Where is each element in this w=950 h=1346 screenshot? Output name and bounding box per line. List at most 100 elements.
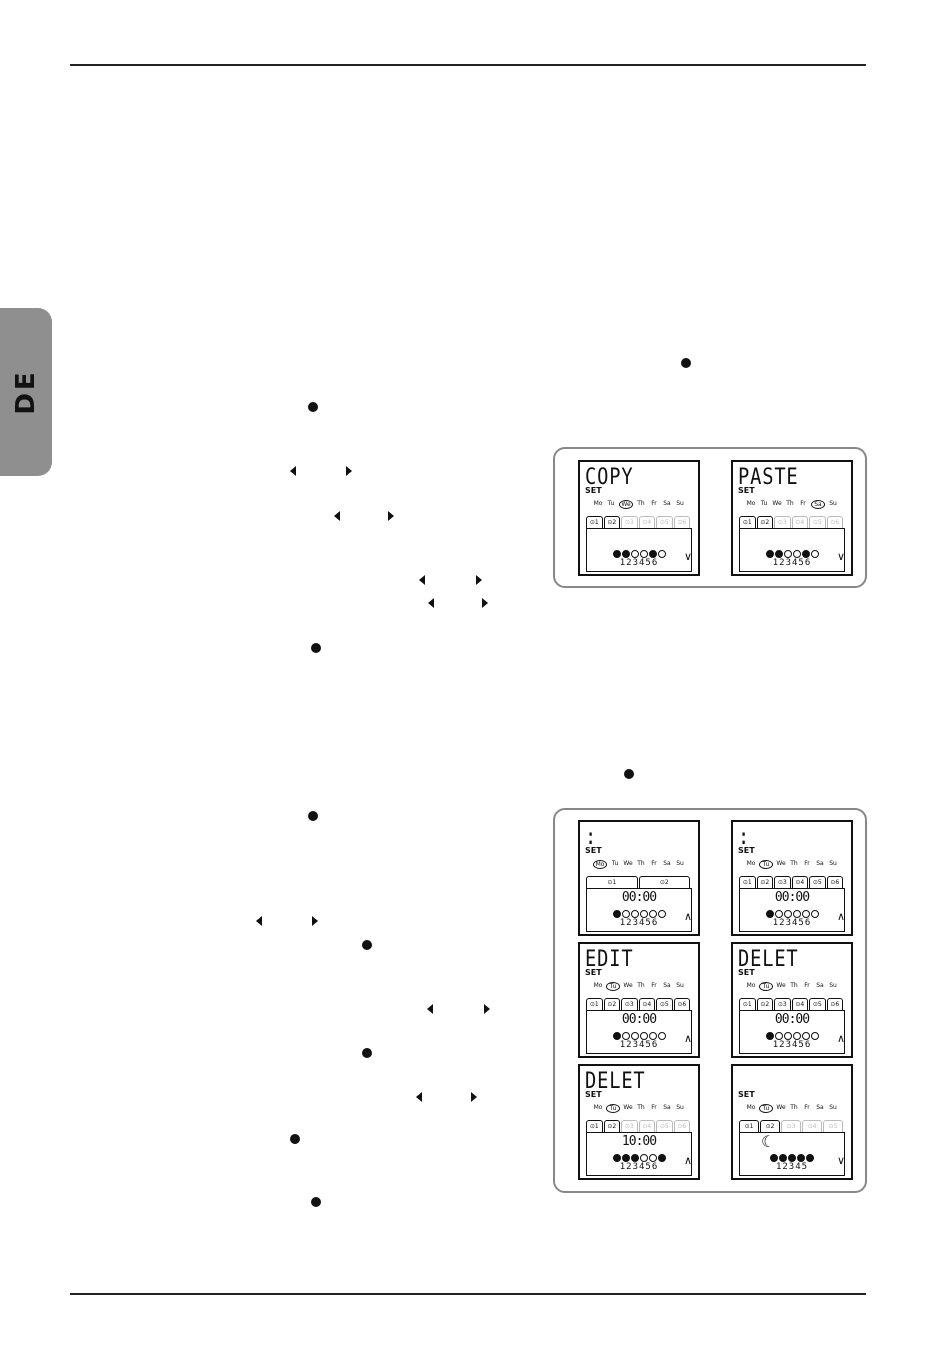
left-arrow-icon — [427, 1004, 433, 1014]
set-button-icon — [362, 1048, 372, 1058]
program-tab: ⊙3 — [621, 1120, 638, 1132]
period-dot — [774, 550, 783, 558]
weekday-label: Tu — [759, 982, 773, 991]
weekday-label: Mo — [593, 860, 607, 869]
weekday-label: Fr — [804, 860, 810, 867]
set-label: SET — [738, 846, 755, 855]
period-dot — [612, 910, 621, 918]
weekday-label: Th — [637, 982, 645, 989]
program-tabs: ⊙1⊙2⊙3⊙4⊙5⊙6 — [739, 998, 843, 1010]
weekday-label: We — [623, 982, 633, 989]
left-arrow-icon — [290, 466, 296, 476]
chevron-icon: ∧ — [683, 1154, 692, 1167]
set-button-icon — [362, 940, 372, 950]
period-dot — [770, 1154, 778, 1162]
period-dot — [648, 910, 657, 918]
program-tabs: ⊙1⊙2 — [586, 876, 690, 888]
period-dot — [797, 1154, 805, 1162]
weekday-label: Th — [790, 982, 798, 989]
period-numbers: 123456 — [772, 558, 812, 568]
program-tab: ⊙1 — [586, 1120, 603, 1132]
display-time: 10:00 — [621, 1134, 657, 1149]
program-tab: ⊙3 — [621, 998, 638, 1010]
set-label: SET — [585, 1090, 602, 1099]
weekday-label: Fr — [651, 982, 657, 989]
weekday-label: We — [776, 982, 786, 989]
weekday-label: Su — [829, 860, 837, 867]
left-arrow-icon — [256, 916, 262, 926]
weekday-label: Su — [829, 982, 837, 989]
weekday-label: Su — [676, 860, 684, 867]
period-numbers: 123456 — [772, 918, 812, 928]
program-tab: ⊙2 — [756, 516, 773, 528]
set-label: SET — [585, 968, 602, 977]
program-tabs: ⊙1⊙2⊙3⊙4⊙5 — [739, 1120, 843, 1132]
period-dot — [630, 550, 639, 558]
period-dot — [779, 1154, 787, 1162]
program-tab: ⊙2 — [756, 876, 773, 888]
period-dot — [657, 550, 666, 558]
weekday-label: We — [619, 500, 633, 509]
period-dot — [630, 1154, 639, 1162]
period-numbers: 12345 — [775, 1162, 809, 1172]
period-dot — [792, 910, 801, 918]
weekday-label: Sa — [816, 1104, 824, 1111]
right-arrow-icon — [476, 575, 482, 585]
period-dot — [648, 1032, 657, 1040]
period-dot — [765, 1032, 774, 1040]
program-tab: ⊙6 — [826, 876, 843, 888]
weekday-label: We — [776, 860, 786, 867]
weekday-label: Mo — [593, 1104, 603, 1111]
weekday-label: We — [623, 860, 633, 867]
program-tab: ⊙6 — [673, 1120, 690, 1132]
period-indicators — [580, 1154, 698, 1162]
period-dot — [621, 910, 630, 918]
period-numbers: 123456 — [619, 918, 659, 928]
left-arrow-icon — [428, 598, 434, 608]
program-tab: ⊙2 — [638, 876, 690, 888]
program-tab: ⊙6 — [673, 516, 690, 528]
moon-icon: ☾ — [761, 1132, 776, 1151]
program-tab: ⊙4 — [791, 876, 808, 888]
program-tab: ⊙6 — [826, 516, 843, 528]
period-dot — [630, 910, 639, 918]
weekday-label: Su — [829, 1104, 837, 1111]
period-dot — [612, 1154, 621, 1162]
program-tab: ⊙2 — [760, 1120, 780, 1132]
period-dot — [765, 550, 774, 558]
bottom-rule — [70, 1293, 866, 1295]
program-tab: ⊙1 — [739, 998, 756, 1010]
weekday-label: Sa — [663, 860, 671, 867]
left-arrow-icon — [416, 1092, 422, 1102]
weekday-label: We — [623, 1104, 633, 1111]
left-arrow-icon — [419, 575, 425, 585]
weekday-label: Fr — [651, 860, 657, 867]
chevron-icon: ∧ — [836, 910, 845, 923]
weekday-label: Sa — [663, 500, 671, 507]
weekday-label: Su — [676, 982, 684, 989]
program-tab: ⊙6 — [826, 998, 843, 1010]
period-dot — [657, 1032, 666, 1040]
period-dot — [612, 550, 621, 558]
display-title: EDIT — [585, 947, 634, 972]
period-dot — [783, 1032, 792, 1040]
program-tab: ⊙4 — [638, 1120, 655, 1132]
program-frame — [739, 528, 845, 572]
program-tab: ⊙3 — [774, 876, 791, 888]
period-dot — [810, 1032, 819, 1040]
period-indicators — [580, 1032, 698, 1040]
program-frame — [739, 1132, 845, 1176]
weekday-label: Su — [829, 500, 837, 507]
weekday-label: Tu — [759, 1104, 773, 1113]
program-tab: ⊙4 — [802, 1120, 822, 1132]
program-tabs: ⊙1⊙2⊙3⊙4⊙5⊙6 — [586, 1120, 690, 1132]
period-indicators — [580, 550, 698, 558]
program-tab: ⊙2 — [603, 998, 620, 1010]
